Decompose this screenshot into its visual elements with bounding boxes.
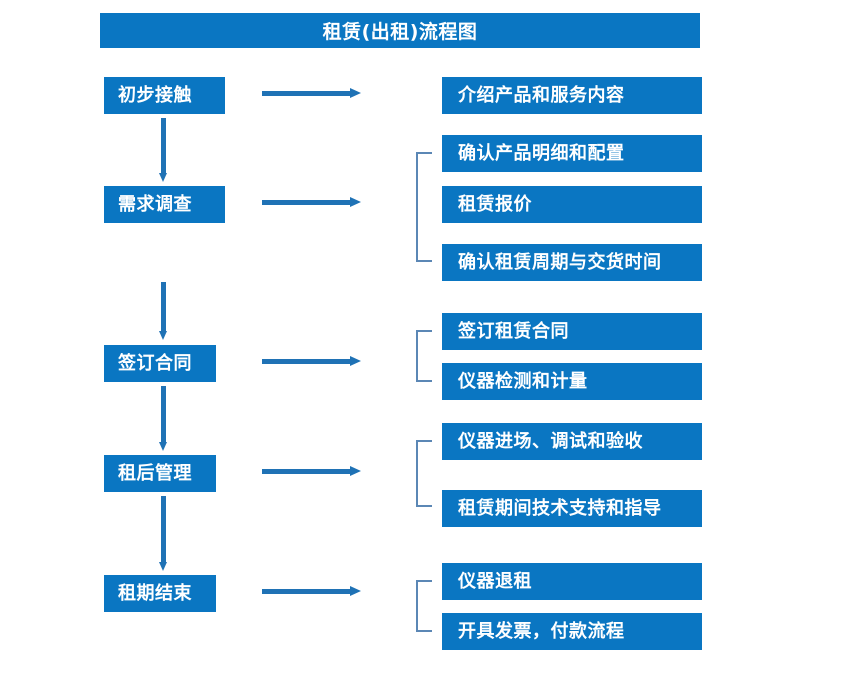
stage-box-xuqiu-diaocha[interactable]: 需求调查: [104, 186, 225, 223]
arrow-right-icon-stage5: [262, 586, 361, 597]
detail-box-queren-chanpin-mingxi[interactable]: 确认产品明细和配置: [442, 135, 702, 172]
arrow-down-icon-stage1-stage2: [159, 118, 168, 182]
stage-box-zuhou-guanli[interactable]: 租后管理: [104, 455, 216, 492]
detail-box-yiqi-jinchang-tiaoshi[interactable]: 仪器进场、调试和验收: [442, 423, 702, 460]
detail-box-yiqi-jiance-jiliang[interactable]: 仪器检测和计量: [442, 363, 702, 400]
group-bracket-icon-qiangding-hetong: [416, 330, 432, 382]
arrow-down-icon-stage4-stage5: [159, 496, 168, 571]
arrow-right-icon-stage2: [262, 197, 361, 208]
detail-box-queren-zulin-zhouqi[interactable]: 确认租赁周期与交货时间: [442, 244, 702, 281]
arrow-right-icon-stage4: [262, 466, 361, 477]
group-bracket-icon-zuhou-guanli: [416, 440, 432, 507]
detail-box-zulin-baojia[interactable]: 租赁报价: [442, 186, 702, 223]
stage-box-qiangding-hetong[interactable]: 签订合同: [104, 345, 216, 382]
group-bracket-icon-zuqi-jieshu: [416, 580, 432, 632]
detail-box-qiangding-zulin-hetong[interactable]: 签订租赁合同: [442, 313, 702, 350]
arrow-right-icon-stage1: [262, 88, 361, 99]
stage-box-zuqi-jieshu[interactable]: 租期结束: [104, 575, 216, 612]
arrow-down-icon-stage3-stage4: [159, 386, 168, 451]
diagram-title: 租赁(出租)流程图: [100, 13, 700, 48]
arrow-right-icon-stage3: [262, 356, 361, 367]
detail-box-kaiju-fapiao[interactable]: 开具发票，付款流程: [442, 613, 702, 650]
detail-box-yiqi-tuizu[interactable]: 仪器退租: [442, 563, 702, 600]
detail-box-zulin-qijian-jishu[interactable]: 租赁期间技术支持和指导: [442, 490, 702, 527]
detail-box-jieshao-chanpin[interactable]: 介绍产品和服务内容: [442, 77, 702, 114]
group-bracket-icon-xuqiu-diaocha: [416, 152, 432, 262]
stage-box-chubu-jiechu[interactable]: 初步接触: [104, 77, 225, 114]
arrow-down-icon-stage2-stage3: [159, 282, 168, 340]
